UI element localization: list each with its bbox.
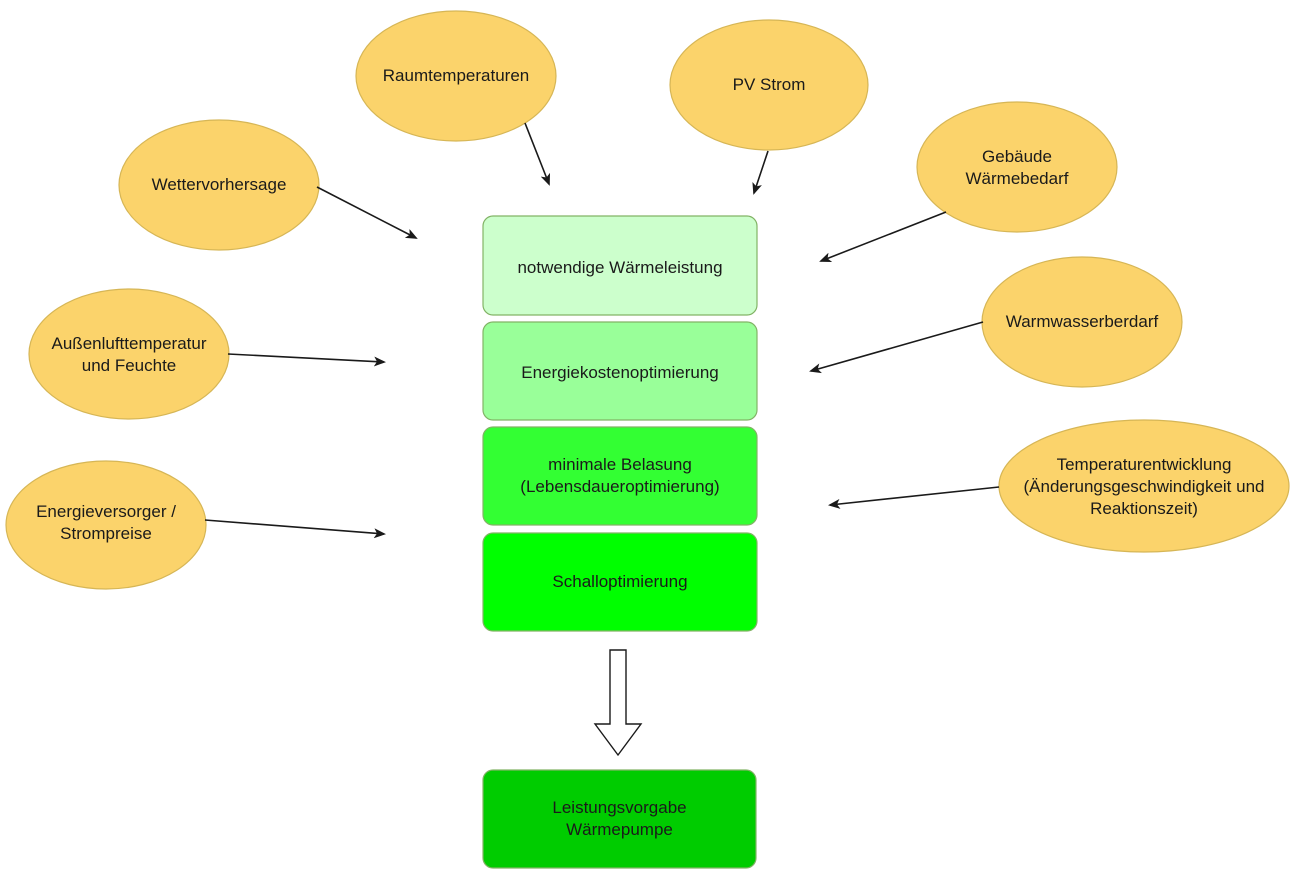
arrow-gebaeude-waermebedarf <box>819 211 947 263</box>
box-leistungsvorgabe <box>482 769 757 869</box>
arrow-wettervorhersage <box>316 186 418 239</box>
box-minimale-belastung <box>482 426 758 526</box>
arrow-energieversorger <box>204 519 386 539</box>
oval-pv-strom <box>669 19 869 151</box>
oval-wettervorhersage <box>118 119 320 251</box>
oval-temperaturentwicklung <box>998 419 1290 553</box>
box-energiekostenoptimierung <box>482 321 758 421</box>
box-notwendige-waermeleistung <box>482 215 758 316</box>
arrow-warmwasserbedarf <box>809 321 984 374</box>
oval-gebaeude-waermebedarf <box>916 101 1118 233</box>
arrow-pv-strom <box>752 150 769 195</box>
oval-energieversorger <box>5 460 207 590</box>
box-schalloptimierung <box>482 532 758 632</box>
oval-aussenlufttemperatur <box>28 288 230 420</box>
arrow-aussenlufttemperatur <box>227 353 386 367</box>
oval-raumtemperaturen <box>355 10 557 142</box>
arrow-temperaturentwicklung <box>828 486 1000 509</box>
arrow-raumtemperaturen <box>524 122 550 186</box>
block-arrow-down <box>593 649 643 757</box>
oval-warmwasserbedarf <box>981 256 1183 388</box>
